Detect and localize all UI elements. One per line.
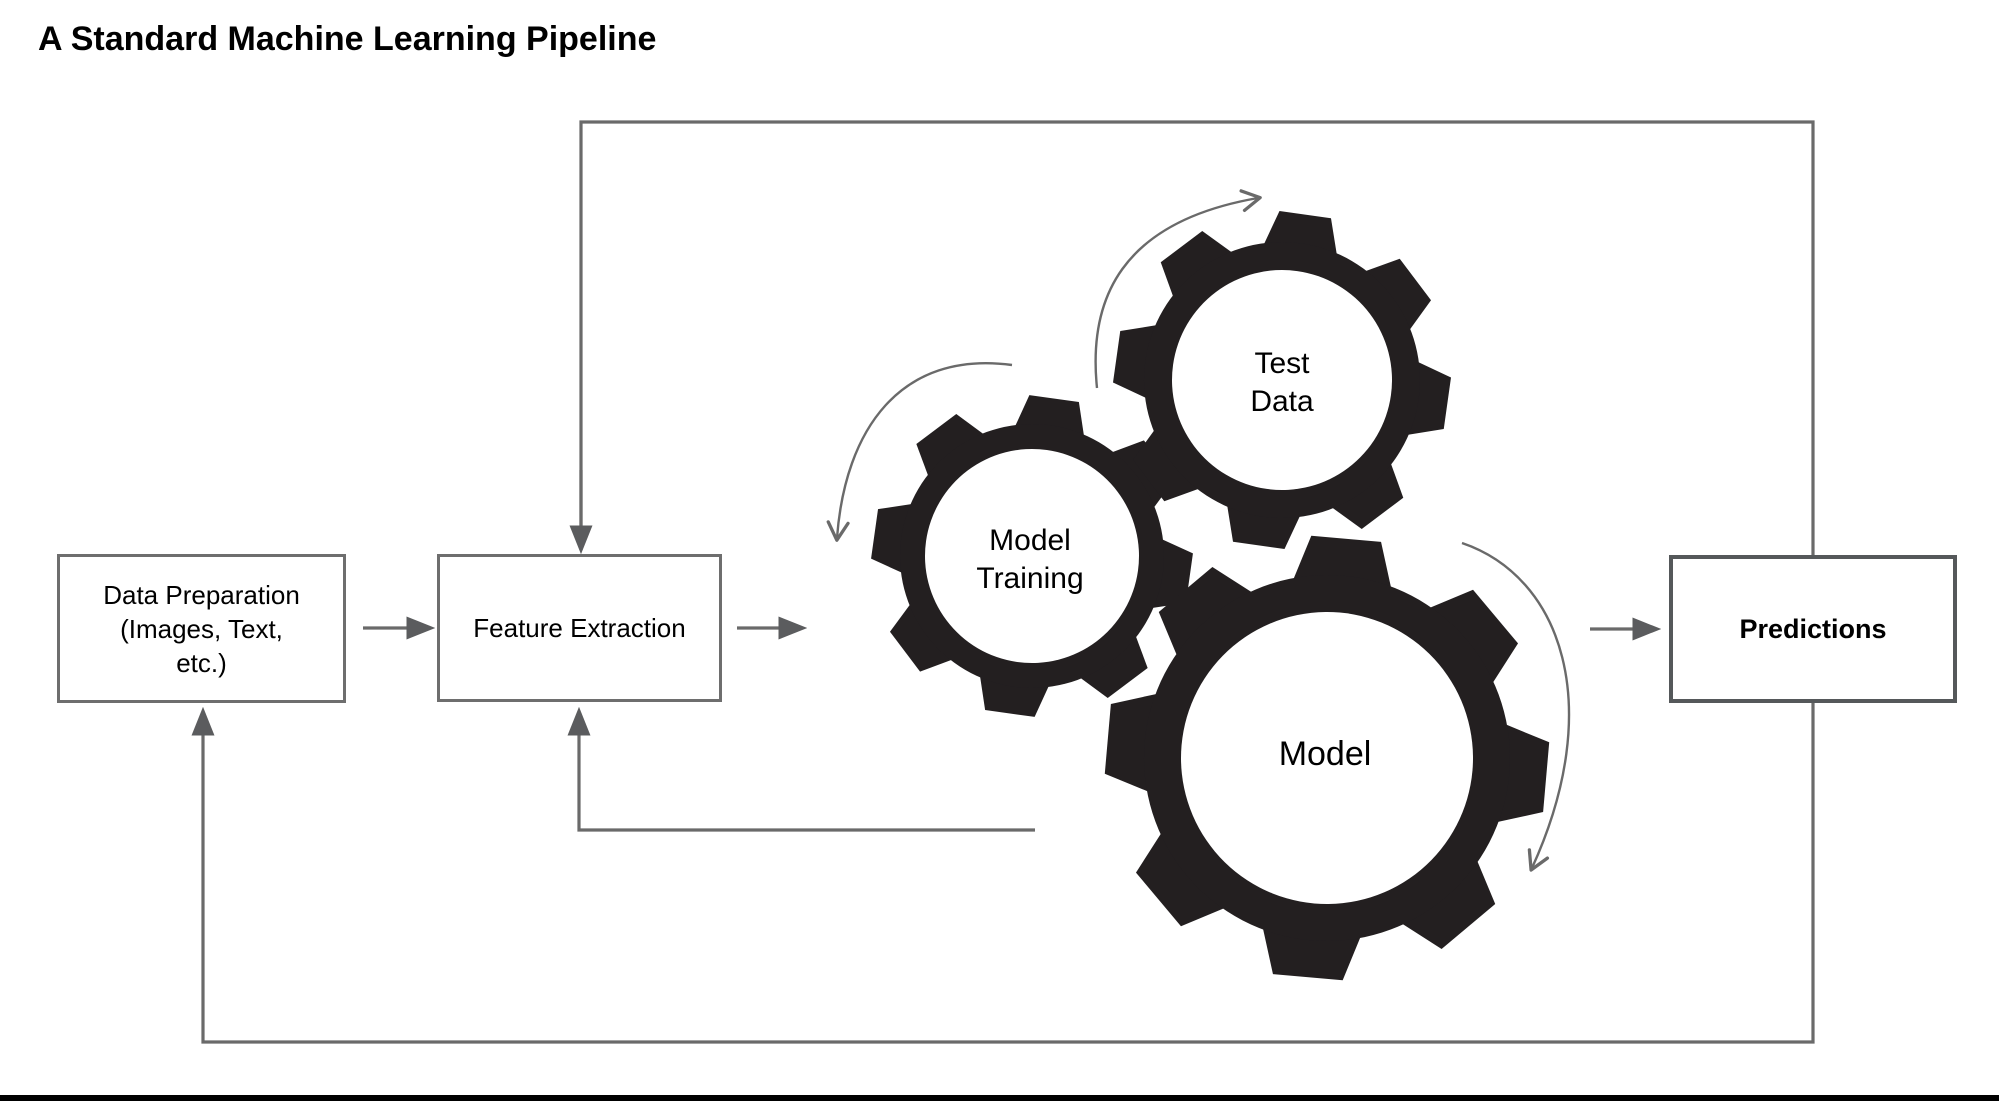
gear-label-model: Model: [1279, 735, 1372, 773]
node-data-preparation: Data Preparation (Images, Text, etc.): [57, 554, 346, 703]
node-label-line: etc.): [176, 647, 227, 678]
curved-arrow-from-model: [1461, 541, 1571, 872]
gear-hub: [1181, 612, 1473, 904]
diagram-title: A Standard Machine Learning Pipeline: [38, 20, 657, 58]
gear-hub: [1172, 270, 1392, 490]
curved-arrow-to-test-data: [1094, 189, 1262, 389]
gear-hub: [925, 449, 1139, 663]
node-label-line: (Images, Text,: [120, 613, 283, 644]
gear-test-data: [1113, 211, 1451, 549]
gear-label-line: Model: [1278, 735, 1372, 773]
node-predictions: Predictions: [1669, 555, 1957, 703]
gear-label-model-training: Model Training: [976, 522, 1083, 598]
training-feedback-connector: [567, 706, 1035, 832]
node-feature-extraction: Feature Extraction: [437, 554, 722, 702]
node-label-line: Data Preparation: [103, 579, 300, 610]
bottom-edge-bar: [0, 1095, 1999, 1101]
gear-label-line: Model: [989, 524, 1071, 557]
gear-model-training: [871, 395, 1193, 717]
node-label: Feature Extraction: [473, 613, 686, 643]
gear-label-line: Data: [1250, 385, 1314, 418]
gear-label-line: Training: [976, 562, 1084, 595]
gear-model: [1104, 535, 1550, 981]
gear-label-line: Test: [1254, 347, 1310, 380]
gear-label-test-data: Test Data: [1250, 345, 1313, 421]
node-label: Predictions: [1739, 614, 1887, 644]
curved-arrow-to-model-training: [826, 362, 1013, 542]
